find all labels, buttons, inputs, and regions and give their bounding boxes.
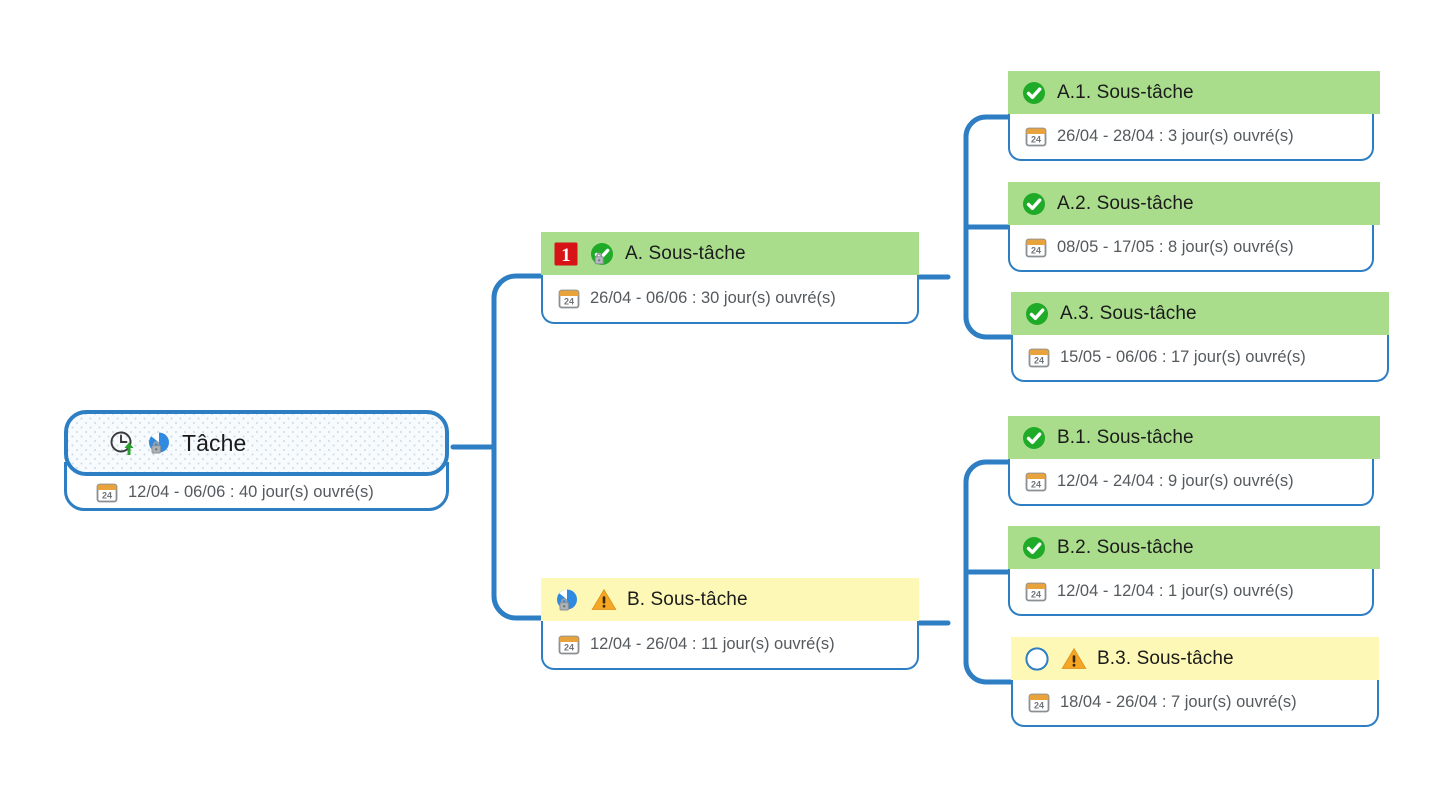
check-circle-icon <box>1023 300 1051 328</box>
check-circle-icon <box>1020 534 1048 562</box>
node-a1-header[interactable]: A.1. Sous-tâche <box>1008 71 1380 114</box>
node-a3-dates: 24 15/05 - 06/06 : 17 jour(s) ouvré(s) <box>1011 335 1389 382</box>
connector-root-to-level1 <box>491 273 544 621</box>
check-circle-icon <box>1020 424 1048 452</box>
warning-triangle-icon <box>590 586 618 614</box>
svg-text:24: 24 <box>1031 245 1041 255</box>
node-b2-date-text: 12/04 - 12/04 : 1 jour(s) ouvré(s) <box>1057 582 1294 600</box>
warning-triangle-icon <box>1060 645 1088 673</box>
calendar-icon: 24 <box>1027 691 1051 715</box>
node-a2-date-text: 08/05 - 17/05 : 8 jour(s) ouvré(s) <box>1057 238 1294 256</box>
node-root-date-text: 12/04 - 06/06 : 40 jour(s) ouvré(s) <box>128 483 374 501</box>
node-b2-dates: 24 12/04 - 12/04 : 1 jour(s) ouvré(s) <box>1008 569 1374 616</box>
priority-1-badge: 1 <box>553 241 579 267</box>
node-b3-label: B.3. Sous-tâche <box>1097 647 1234 669</box>
calendar-icon: 24 <box>557 633 581 657</box>
node-b1[interactable]: B.1. Sous-tâche 24 12/04 - 24/04 : 9 jou… <box>1008 416 1380 506</box>
node-a2-label: A.2. Sous-tâche <box>1057 192 1194 214</box>
node-a-label: A. Sous-tâche <box>625 242 746 264</box>
calendar-icon: 24 <box>1027 346 1051 370</box>
node-a3[interactable]: A.3. Sous-tâche 24 15/05 - 06/06 : 17 jo… <box>1011 292 1389 382</box>
node-a-header[interactable]: 1 A. Sous-tâche <box>541 232 919 275</box>
check-lock-icon <box>588 240 616 268</box>
svg-text:24: 24 <box>1031 589 1041 599</box>
node-b1-header[interactable]: B.1. Sous-tâche <box>1008 416 1380 459</box>
svg-text:24: 24 <box>564 296 574 306</box>
node-b1-dates: 24 12/04 - 24/04 : 9 jour(s) ouvré(s) <box>1008 459 1374 506</box>
node-a-date-text: 26/04 - 06/06 : 30 jour(s) ouvré(s) <box>590 289 836 307</box>
svg-text:24: 24 <box>1034 355 1044 365</box>
node-b1-date-text: 12/04 - 24/04 : 9 jour(s) ouvré(s) <box>1057 472 1294 490</box>
node-a-dates: 24 26/04 - 06/06 : 30 jour(s) ouvré(s) <box>541 275 919 324</box>
node-b-label: B. Sous-tâche <box>627 588 748 610</box>
calendar-icon: 24 <box>1024 236 1048 260</box>
node-b-date-text: 12/04 - 26/04 : 11 jour(s) ouvré(s) <box>590 635 835 653</box>
svg-text:24: 24 <box>1031 479 1041 489</box>
node-b-header[interactable]: B. Sous-tâche <box>541 578 919 621</box>
node-b2[interactable]: B.2. Sous-tâche 24 12/04 - 12/04 : 1 jou… <box>1008 526 1380 616</box>
node-a3-date-text: 15/05 - 06/06 : 17 jour(s) ouvré(s) <box>1060 348 1306 366</box>
node-a3-header[interactable]: A.3. Sous-tâche <box>1011 292 1389 335</box>
calendar-icon: 24 <box>557 287 581 311</box>
pie-chart-lock-icon <box>553 586 581 614</box>
node-a1-label: A.1. Sous-tâche <box>1057 81 1194 103</box>
connector-b-to-children <box>963 459 1014 685</box>
svg-text:24: 24 <box>102 490 112 500</box>
node-a1-date-text: 26/04 - 28/04 : 3 jour(s) ouvré(s) <box>1057 127 1294 145</box>
node-a1-dates: 24 26/04 - 28/04 : 3 jour(s) ouvré(s) <box>1008 114 1374 161</box>
svg-text:24: 24 <box>1034 700 1044 710</box>
empty-circle-icon[interactable] <box>1023 645 1051 673</box>
node-a2-dates: 24 08/05 - 17/05 : 8 jour(s) ouvré(s) <box>1008 225 1374 272</box>
svg-text:24: 24 <box>564 642 574 652</box>
check-circle-icon <box>1020 190 1048 218</box>
node-b3-header[interactable]: B.3. Sous-tâche <box>1011 637 1379 680</box>
calendar-icon: 24 <box>1024 470 1048 494</box>
node-b3-dates: 24 18/04 - 26/04 : 7 jour(s) ouvré(s) <box>1011 680 1379 727</box>
node-a[interactable]: 1 A. Sous-tâche <box>541 232 919 324</box>
calendar-icon: 24 <box>1024 580 1048 604</box>
calendar-icon: 24 <box>95 481 119 505</box>
node-a2-header[interactable]: A.2. Sous-tâche <box>1008 182 1380 225</box>
node-a1[interactable]: A.1. Sous-tâche 24 26/04 - 28/04 : 3 jou… <box>1008 71 1380 161</box>
node-root[interactable]: Tâche 24 12/04 - 06/06 : 40 jour(s) ouvr… <box>64 410 449 511</box>
node-b[interactable]: B. Sous-tâche 24 12/04 - 26/04 : 11 jour… <box>541 578 919 670</box>
node-b2-label: B.2. Sous-tâche <box>1057 536 1194 558</box>
node-b-dates: 24 12/04 - 26/04 : 11 jour(s) ouvré(s) <box>541 621 919 670</box>
node-b1-label: B.1. Sous-tâche <box>1057 426 1194 448</box>
node-b2-header[interactable]: B.2. Sous-tâche <box>1008 526 1380 569</box>
node-a2[interactable]: A.2. Sous-tâche 24 08/05 - 17/05 : 8 jou… <box>1008 182 1380 272</box>
node-root-header[interactable]: Tâche <box>64 410 449 476</box>
connector-a-to-children <box>963 114 1014 340</box>
calendar-icon: 24 <box>1024 125 1048 149</box>
svg-text:24: 24 <box>1031 134 1041 144</box>
node-b3-date-text: 18/04 - 26/04 : 7 jour(s) ouvré(s) <box>1060 693 1297 711</box>
clock-up-arrow-icon <box>108 429 136 457</box>
node-a3-label: A.3. Sous-tâche <box>1060 302 1197 324</box>
pie-chart-lock-icon <box>145 429 173 457</box>
node-b3[interactable]: B.3. Sous-tâche 24 18/04 - 26/04 : 7 jou… <box>1011 637 1379 727</box>
node-root-label: Tâche <box>182 429 247 456</box>
check-circle-icon <box>1020 79 1048 107</box>
svg-text:1: 1 <box>561 245 571 266</box>
